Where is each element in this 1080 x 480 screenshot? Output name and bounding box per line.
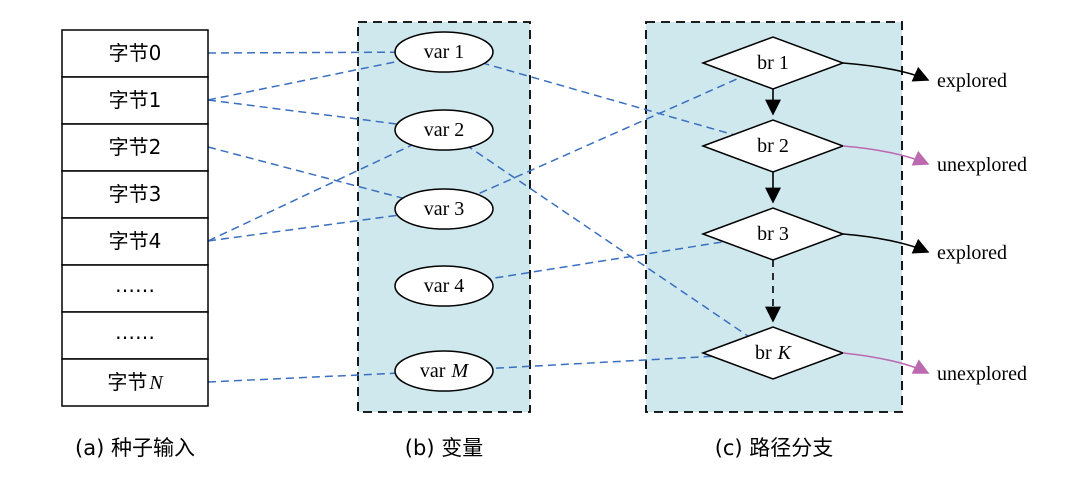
explored-arrow	[842, 233, 930, 254]
branch-label-symbol: K	[777, 342, 793, 364]
outcome-label-unexplored: unexplored	[937, 363, 1027, 385]
caption-variables: (b) 变量	[405, 436, 483, 460]
var-node	[394, 188, 494, 230]
branch-label: br 1	[757, 52, 789, 74]
seed-byte-box	[61, 29, 209, 78]
explored-arrow	[842, 62, 930, 82]
unexplored-arrow	[842, 145, 930, 166]
seed-byte-box	[61, 76, 209, 125]
branch-nodes	[700, 36, 846, 380]
seed-ellipsis-label: ……	[115, 320, 155, 344]
outcome-label-unexplored: unexplored	[937, 154, 1027, 176]
var-node	[394, 265, 494, 307]
branch-label: br 2	[757, 135, 789, 157]
seed-byte-label: 字节2	[109, 135, 162, 159]
seed-byte-label-prefix: 字节	[107, 370, 147, 394]
var-label: var 3	[424, 198, 465, 220]
var-label-prefix: var	[420, 360, 446, 382]
captions: (a) 种子输入 (b) 变量 (c) 路径分支	[75, 436, 833, 460]
unexplored-arrow	[842, 352, 930, 374]
dependency-connectors	[207, 51, 774, 383]
dependency-line	[443, 51, 774, 147]
seed-byte-box	[61, 123, 209, 172]
dependency-line	[443, 62, 774, 210]
var-node	[394, 31, 494, 73]
seed-byte-label: 字节1	[109, 88, 162, 112]
seed-byte-box	[61, 358, 209, 407]
seed-byte-box	[61, 170, 209, 219]
dependency-line	[443, 129, 774, 354]
dependency-line	[443, 233, 774, 287]
var-node	[394, 109, 494, 151]
seed-byte-box	[61, 311, 209, 360]
seed-byte-box	[61, 264, 209, 313]
outcome-arrows	[842, 62, 930, 374]
var-node	[394, 350, 494, 392]
seed-byte-label: 字节0	[109, 41, 162, 65]
outcome-label-explored: explored	[937, 242, 1007, 264]
caption-path-branches: (c) 路径分支	[715, 436, 834, 460]
var-label-symbol: M	[450, 360, 469, 382]
var-label: var 1	[424, 41, 465, 63]
dependency-line	[207, 129, 445, 242]
seed-byte-label: 字节3	[109, 182, 162, 206]
caption-seed-input: (a) 种子输入	[75, 436, 195, 460]
variable-nodes	[394, 31, 494, 392]
seed-byte-label-symbol: N	[148, 372, 164, 394]
branch-label: br 3	[757, 223, 789, 245]
var-label: var 2	[424, 119, 465, 141]
seed-byte-label: 字节4	[109, 229, 162, 253]
var-label: var 4	[424, 275, 465, 297]
outcome-labels: explored unexplored explored unexplored	[937, 70, 1027, 385]
seed-byte-box	[61, 217, 209, 266]
outcome-label-explored: explored	[937, 70, 1007, 92]
dependency-line	[207, 146, 445, 210]
branch-label-prefix: br	[755, 342, 772, 364]
seed-input-column	[61, 29, 209, 407]
seed-ellipsis-label: ……	[115, 273, 155, 297]
